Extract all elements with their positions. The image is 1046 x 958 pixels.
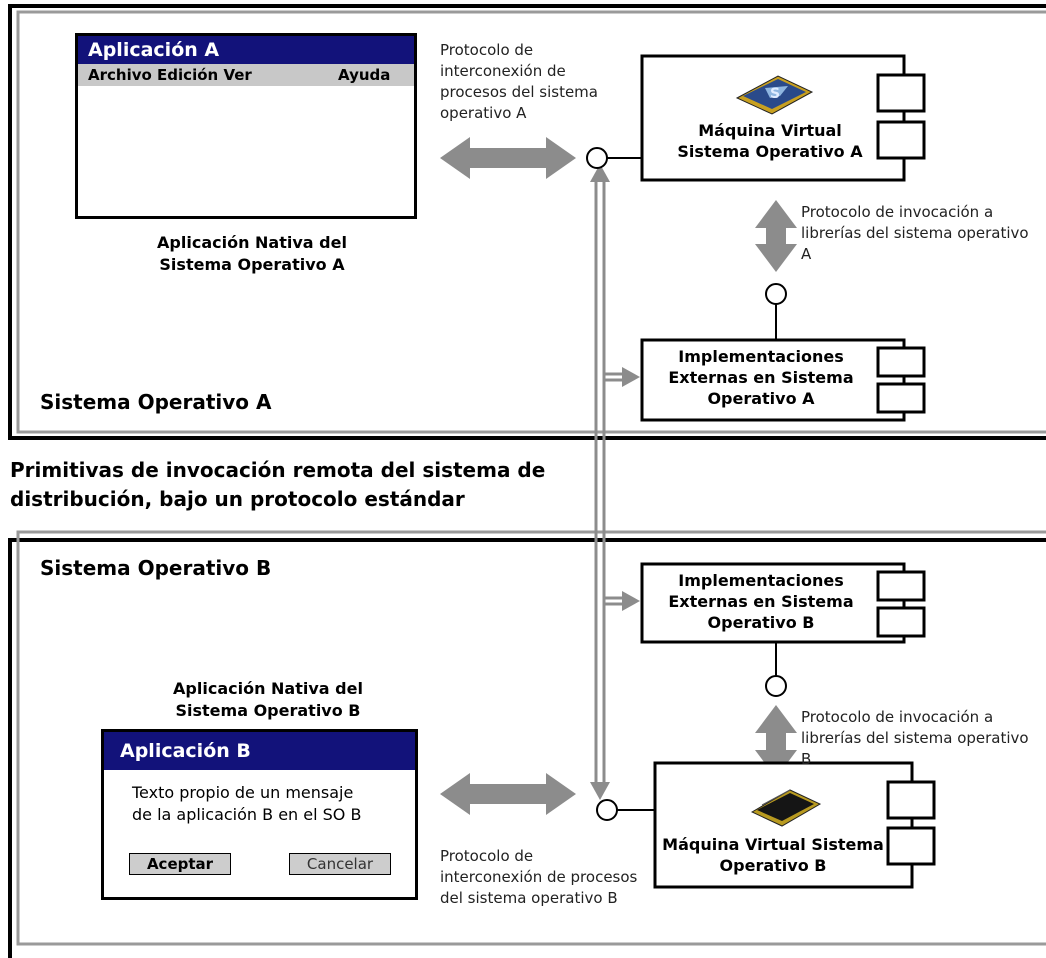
- cpu-chip-icon: S: [735, 75, 814, 115]
- cancelar-button[interactable]: Cancelar: [289, 853, 391, 875]
- app-b-title-bar: Aplicación B: [104, 732, 415, 770]
- component-ext-a: [640, 338, 926, 422]
- interface-connector-vm-b: [596, 799, 655, 821]
- lib-arrow-a: [755, 200, 797, 272]
- component-ext-b: [640, 562, 926, 644]
- interface-connector-vm-a: [586, 147, 642, 169]
- component-vm-b: [653, 761, 936, 889]
- lib-note-a: Protocolo de invocación a librerías del …: [801, 203, 1029, 263]
- component-vm-a: [640, 54, 926, 182]
- app-a-window: Aplicación A Archivo Edición Ver Ayuda: [75, 33, 417, 219]
- app-b-caption: Aplicación Nativa del Sistema Operativo …: [173, 679, 363, 720]
- interface-connector-ext-a: [765, 283, 787, 340]
- os-b-label: Sistema Operativo B: [40, 556, 272, 580]
- ipc-note-b: Protocolo de interconexión de procesos d…: [440, 847, 638, 907]
- os-b-frame: [8, 530, 1046, 958]
- os-a-label: Sistema Operativo A: [40, 390, 272, 414]
- app-a-caption: Aplicación Nativa del Sistema Operativo …: [157, 233, 347, 274]
- app-a-title: Aplicación A: [88, 39, 220, 61]
- app-a-menu-bar: Archivo Edición Ver Ayuda: [78, 64, 414, 86]
- aceptar-button[interactable]: Aceptar: [129, 853, 231, 875]
- interface-connector-ext-b: [765, 642, 787, 697]
- cpu-chip-icon: [750, 789, 822, 827]
- app-b-title: Aplicación B: [120, 740, 251, 762]
- app-b-window: Aplicación B Texto propio de un mensaje …: [101, 729, 418, 900]
- ext-a-label: Implementaciones Externas en Sistema Ope…: [668, 347, 854, 408]
- lib-note-b: Protocolo de invocación a librerías del …: [801, 708, 1029, 768]
- menu-ayuda[interactable]: Ayuda: [338, 66, 391, 84]
- ipc-arrow-a: [440, 137, 576, 179]
- app-a-title-bar: Aplicación A: [78, 36, 414, 64]
- svg-text:S: S: [770, 86, 780, 102]
- ext-b-label: Implementaciones Externas en Sistema Ope…: [668, 571, 854, 632]
- ipc-note-a: Protocolo de interconexión de procesos d…: [440, 41, 598, 122]
- remote-invocation-arrow: [590, 164, 640, 800]
- remote-invocation-note: Primitivas de invocación remota del sist…: [10, 458, 546, 511]
- menu-edicion[interactable]: Edición: [157, 66, 219, 84]
- app-b-message: Texto propio de un mensaje de la aplicac…: [132, 783, 362, 824]
- vm-b-label: Máquina Virtual Sistema Operativo B: [662, 835, 884, 875]
- vm-a-label: Máquina Virtual Sistema Operativo A: [677, 121, 863, 161]
- ipc-arrow-b: [440, 773, 576, 815]
- os-a-frame: [8, 4, 1046, 440]
- menu-ver[interactable]: Ver: [223, 66, 252, 84]
- lib-arrow-b: [755, 705, 797, 778]
- menu-archivo[interactable]: Archivo: [88, 66, 152, 84]
